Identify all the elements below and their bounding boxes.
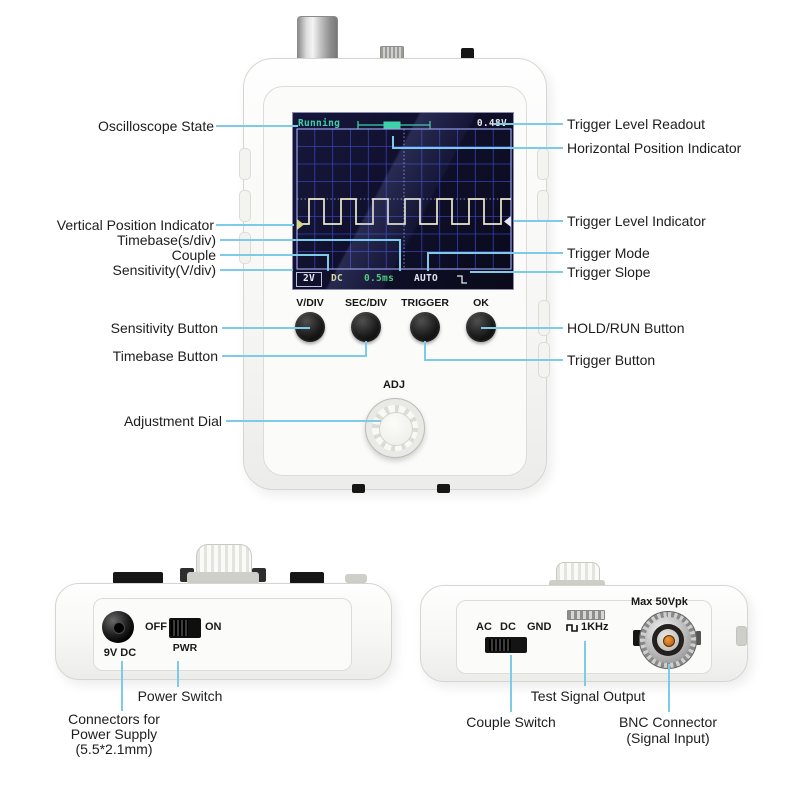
power-off-label: OFF bbox=[145, 621, 167, 633]
secdiv-button-label: SEC/DIV bbox=[344, 297, 387, 309]
front-foot bbox=[437, 484, 450, 493]
label-sensitivity-button: Sensitivity Button bbox=[110, 320, 218, 336]
oscilloscope-screen: Running 0.48V 2V DC 0.5ms AUTO bbox=[292, 112, 514, 290]
label-power-supply-line2: Power Supply bbox=[70, 726, 158, 742]
trigger-level-readout-value: 0.48V bbox=[476, 118, 507, 129]
side-tab bbox=[239, 190, 251, 222]
timebase-value: 0.5ms bbox=[364, 273, 395, 284]
knob-flange bbox=[187, 572, 259, 584]
label-trigger-level-readout: Trigger Level Readout bbox=[567, 116, 706, 132]
test-signal-freq-label: 1KHz bbox=[581, 621, 609, 633]
couple-value: DC bbox=[331, 273, 344, 284]
label-trigger-button: Trigger Button bbox=[567, 352, 656, 368]
dc-label: DC bbox=[500, 621, 516, 633]
sensitivity-value: 2V bbox=[296, 272, 322, 287]
label-power-supply-line1: Connectors for bbox=[68, 711, 160, 727]
secdiv-button[interactable] bbox=[351, 312, 381, 342]
side-tab bbox=[239, 232, 251, 264]
side-tab bbox=[239, 148, 251, 180]
label-power-switch: Power Switch bbox=[137, 688, 223, 704]
screen-graphics bbox=[296, 121, 512, 284]
front-foot bbox=[352, 484, 365, 493]
dc-jack-hole bbox=[113, 622, 125, 634]
adjustment-dial[interactable] bbox=[365, 398, 425, 458]
square-wave-icon bbox=[566, 624, 578, 632]
trigger-slope-icon bbox=[457, 275, 467, 284]
label-trigger-slope: Trigger Slope bbox=[567, 264, 651, 280]
side-tab bbox=[537, 190, 549, 222]
bnc-input-top-icon bbox=[297, 16, 338, 64]
square-waveform bbox=[297, 198, 511, 225]
test-signal-header[interactable] bbox=[567, 610, 605, 620]
power-pwr-label: PWR bbox=[172, 642, 198, 654]
trigger-mode-value: AUTO bbox=[414, 273, 439, 284]
label-bnc-line1: BNC Connector bbox=[618, 714, 718, 730]
side-tab bbox=[538, 300, 550, 336]
label-test-signal-output: Test Signal Output bbox=[530, 688, 646, 704]
max-voltage-label: Max 50Vpk bbox=[631, 596, 688, 608]
bnc-bayonet-lug bbox=[633, 630, 642, 646]
label-power-supply-line3: (5.5*2.1mm) bbox=[75, 741, 153, 757]
gnd-label: GND bbox=[527, 621, 552, 633]
label-adjustment-dial: Adjustment Dial bbox=[123, 413, 222, 429]
label-power-supply-connector: Connectors for Power Supply (5.5*2.1mm) bbox=[38, 712, 190, 757]
vertical-position-marker-icon bbox=[297, 219, 304, 230]
vdiv-button[interactable] bbox=[295, 312, 325, 342]
power-switch-knob bbox=[171, 620, 188, 636]
bnc-connector[interactable] bbox=[639, 611, 697, 669]
adj-dial-label: ADJ bbox=[382, 379, 405, 391]
label-hold-run-button: HOLD/RUN Button bbox=[567, 320, 685, 336]
trigger-button[interactable] bbox=[410, 312, 440, 342]
couple-switch-knob bbox=[489, 639, 511, 651]
top-edge-part bbox=[345, 574, 367, 583]
horizontal-position-block-icon bbox=[383, 121, 401, 129]
trigger-button-label: TRIGGER bbox=[401, 297, 449, 309]
right-end-notch bbox=[736, 626, 747, 646]
ok-button-label: OK bbox=[473, 297, 489, 309]
label-timebase-button: Timebase Button bbox=[112, 348, 218, 364]
label-bnc-connector: BNC Connector (Signal Input) bbox=[593, 714, 743, 746]
power-on-label: ON bbox=[205, 621, 222, 633]
label-timebase-sdiv: Timebase(s/div) bbox=[116, 232, 216, 248]
side-tab bbox=[537, 148, 549, 180]
label-sensitivity-vdiv: Sensitivity(V/div) bbox=[112, 262, 216, 278]
label-vertical-position-indicator: Vertical Position Indicator bbox=[56, 217, 214, 233]
label-trigger-mode: Trigger Mode bbox=[567, 245, 650, 261]
label-couple-switch: Couple Switch bbox=[466, 714, 556, 730]
screen-state: Running bbox=[298, 118, 341, 129]
side-tab bbox=[538, 342, 550, 378]
dc-voltage-label: 9V DC bbox=[103, 647, 137, 659]
label-oscilloscope-state: Oscilloscope State bbox=[98, 118, 214, 134]
top-switch-icon bbox=[461, 48, 474, 60]
top-edge-connector bbox=[113, 572, 163, 584]
power-side-panel bbox=[93, 598, 352, 671]
vdiv-button-label: V/DIV bbox=[296, 297, 324, 309]
label-horizontal-position-indicator: Horizontal Position Indicator bbox=[567, 140, 742, 156]
dial-face bbox=[379, 412, 413, 446]
ok-button[interactable] bbox=[466, 312, 496, 342]
top-edge-connector bbox=[290, 572, 324, 584]
trigger-level-marker-icon bbox=[504, 216, 511, 227]
bnc-center-pin bbox=[663, 635, 675, 647]
label-bnc-line2: (Signal Input) bbox=[626, 730, 710, 746]
ac-label: AC bbox=[476, 621, 492, 633]
knob-flange-small bbox=[549, 580, 605, 588]
label-couple: Couple bbox=[171, 247, 216, 263]
bnc-lug-right bbox=[696, 631, 701, 645]
label-trigger-level-indicator: Trigger Level Indicator bbox=[567, 213, 706, 229]
